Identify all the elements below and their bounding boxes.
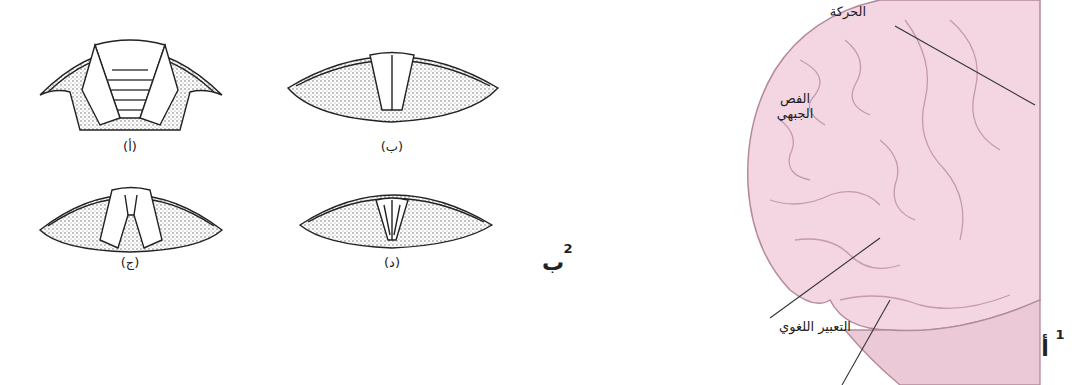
figure-letter: (ج) [121, 256, 140, 271]
brain [748, 0, 1040, 385]
figure-letter: (د) [384, 256, 400, 271]
part-name: الحركة [830, 5, 866, 20]
figure-letter: (ب) [381, 140, 403, 155]
larynx-partial [40, 188, 222, 253]
leader-line [770, 26, 1035, 385]
part-name: التعبير اللغوي [779, 320, 851, 335]
part-name: الفص الجبهي [770, 92, 820, 122]
larynx-closed [288, 53, 498, 123]
larynx-open [40, 40, 222, 130]
figure-letter: (أ) [123, 140, 137, 155]
panel-letter: ب [542, 250, 564, 275]
larynx-tight [300, 195, 492, 248]
panel-letter: أ [1041, 336, 1049, 361]
superscript-number: 1 [1055, 328, 1064, 343]
superscript-number: 2 [563, 242, 572, 257]
